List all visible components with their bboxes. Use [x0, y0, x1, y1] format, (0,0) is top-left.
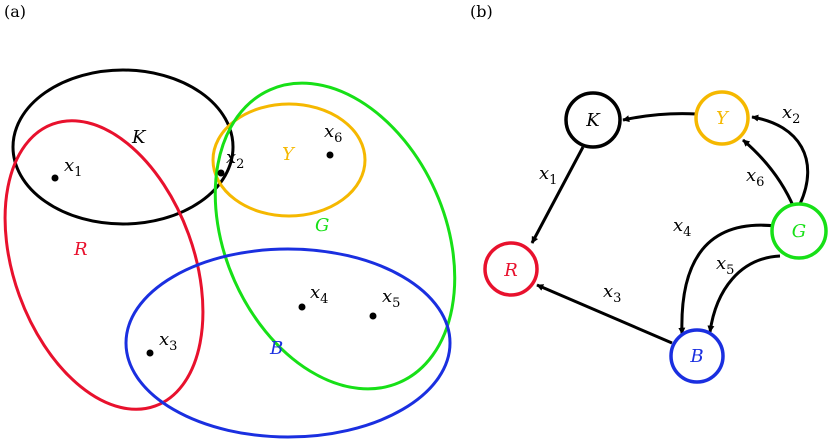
- panel-b: (b) x1 x2 x6 x4 x5 x3 K Y G R: [470, 2, 828, 384]
- panel-b-label: (b): [470, 2, 493, 21]
- node-k-label: K: [585, 110, 601, 131]
- set-g-ellipse: [213, 81, 457, 391]
- point-x6-label: x6: [324, 121, 342, 146]
- point-x5-dot: [369, 312, 377, 320]
- edge-g-to-y-x2: [751, 114, 810, 205]
- set-r-ellipse: [3, 119, 205, 411]
- set-y-ellipse: [211, 102, 367, 218]
- point-x2-dot: [217, 169, 225, 177]
- node-k-circle: [564, 91, 622, 149]
- set-g-label: G: [315, 215, 329, 236]
- node-k: K: [564, 91, 622, 149]
- panel-a-label: (a): [4, 2, 26, 21]
- edge-g-to-y-x6: [742, 138, 796, 209]
- edge-label-x4: x4: [673, 215, 691, 240]
- node-r-label: R: [503, 260, 518, 281]
- node-r: R: [483, 241, 539, 297]
- point-x4-label: x4: [310, 282, 328, 307]
- set-k-label: K: [131, 127, 147, 148]
- edge-g-to-b-x5: [707, 254, 781, 333]
- node-y: Y: [694, 90, 750, 146]
- point-x2-label: x2: [226, 147, 244, 172]
- set-b-ellipse: [124, 247, 452, 439]
- node-y-circle: [694, 90, 750, 146]
- point-x6-dot: [326, 151, 334, 159]
- set-y-label: Y: [282, 144, 296, 165]
- edge-y-to-k: [622, 112, 698, 123]
- point-x5-label: x5: [382, 286, 400, 311]
- set-r-label: R: [73, 239, 88, 260]
- point-x3-label: x3: [159, 329, 177, 354]
- point-x1-label: x1: [64, 155, 82, 180]
- node-b: B: [669, 328, 725, 384]
- node-g-circle: [770, 202, 828, 260]
- node-r-circle: [483, 241, 539, 297]
- edge-label-x2: x2: [782, 102, 800, 127]
- point-x3-dot: [146, 349, 154, 357]
- point-x4-dot: [298, 303, 306, 311]
- edge-label-x1: x1: [539, 163, 557, 188]
- edge-label-x3: x3: [603, 281, 621, 306]
- edge-g-to-b-x4: [678, 223, 777, 335]
- node-b-label: B: [689, 346, 703, 367]
- edge-b-to-r: [536, 283, 673, 345]
- panel-a: (a) K R Y G B x1 x2 x3 x4 x5 x6: [3, 2, 457, 439]
- edge-label-x5: x5: [716, 253, 734, 278]
- edge-label-x6: x6: [746, 165, 764, 190]
- node-g: G: [770, 202, 828, 260]
- node-y-label: Y: [716, 108, 730, 129]
- set-k-ellipse: [11, 68, 235, 226]
- set-b-label: B: [269, 338, 283, 359]
- edge-k-to-r: [530, 146, 585, 244]
- node-b-circle: [669, 328, 725, 384]
- node-g-label: G: [792, 221, 806, 242]
- point-x1-dot: [51, 174, 59, 182]
